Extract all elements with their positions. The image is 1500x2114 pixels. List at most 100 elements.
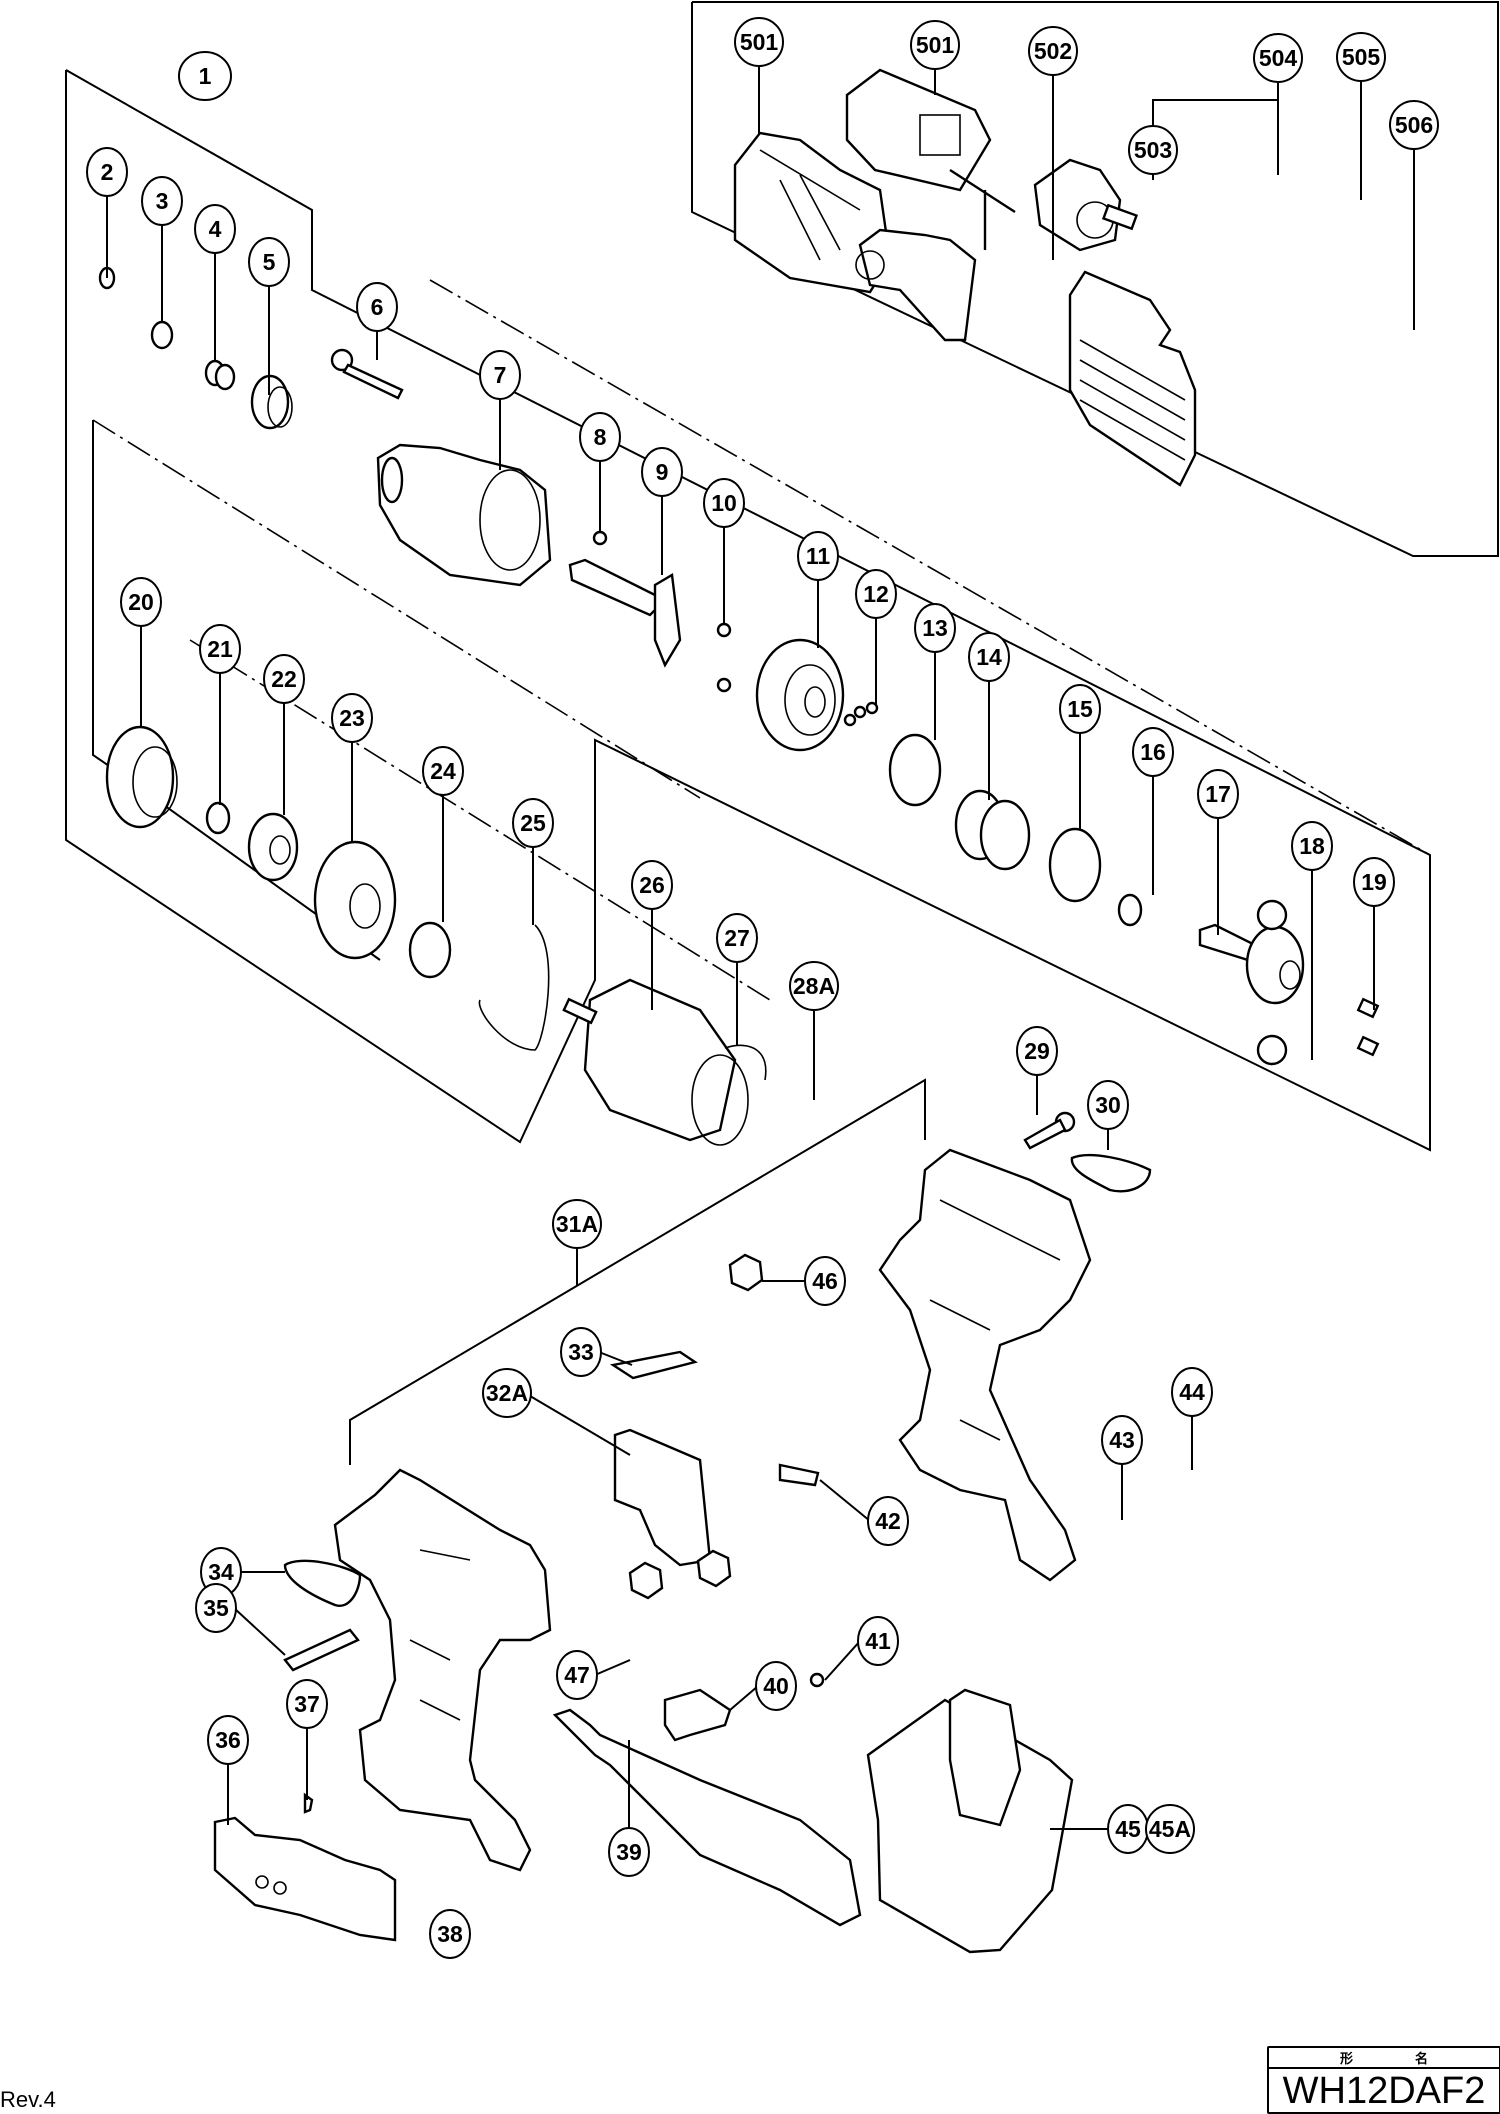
callout-28A[interactable]: 28A bbox=[789, 961, 839, 1011]
callout-circle bbox=[194, 204, 236, 254]
callout-label: 43 bbox=[1109, 1427, 1135, 1453]
callout-43[interactable]: 43 bbox=[1101, 1415, 1143, 1465]
callout-506[interactable]: 506 bbox=[1389, 100, 1439, 150]
callout-10[interactable]: 10 bbox=[703, 478, 745, 528]
callout-label: 503 bbox=[1134, 137, 1172, 163]
callout-label: 16 bbox=[1140, 739, 1166, 765]
callout-label: 506 bbox=[1395, 112, 1433, 138]
callout-37[interactable]: 37 bbox=[286, 1679, 328, 1729]
callout-5[interactable]: 5 bbox=[248, 237, 290, 287]
callout-36[interactable]: 36 bbox=[207, 1715, 249, 1765]
callout-circle bbox=[429, 1909, 471, 1959]
callout-label: 45A bbox=[1149, 1816, 1191, 1842]
callout-circle bbox=[857, 1616, 899, 1666]
callout-circle bbox=[482, 1368, 532, 1418]
callout-circle bbox=[1145, 1804, 1195, 1854]
callout-2[interactable]: 2 bbox=[86, 147, 128, 197]
callout-14[interactable]: 14 bbox=[968, 632, 1010, 682]
callout-40[interactable]: 40 bbox=[755, 1661, 797, 1711]
callout-45[interactable]: 45 bbox=[1107, 1804, 1149, 1854]
callout-label: 11 bbox=[806, 543, 831, 569]
callout-505[interactable]: 505 bbox=[1336, 32, 1386, 82]
part-spindle bbox=[568, 558, 682, 668]
callout-12[interactable]: 12 bbox=[855, 569, 897, 619]
callout-circle bbox=[1291, 821, 1333, 871]
carrying-case bbox=[1068, 270, 1197, 487]
callout-504[interactable]: 504 bbox=[1253, 33, 1303, 83]
callout-label: 5 bbox=[263, 249, 276, 275]
callout-3[interactable]: 3 bbox=[141, 176, 183, 226]
callout-circle bbox=[1132, 727, 1174, 777]
callout-47[interactable]: 47 bbox=[556, 1650, 598, 1700]
callout-27[interactable]: 27 bbox=[716, 913, 758, 963]
callout-18[interactable]: 18 bbox=[1291, 821, 1333, 871]
callout-503[interactable]: 503 bbox=[1128, 125, 1178, 175]
callout-circle bbox=[631, 860, 673, 910]
callout-7[interactable]: 7 bbox=[479, 350, 521, 400]
callout-42[interactable]: 42 bbox=[867, 1496, 909, 1546]
callout-501a[interactable]: 501 bbox=[734, 17, 784, 67]
callout-26[interactable]: 26 bbox=[631, 860, 673, 910]
callout-circle bbox=[556, 1650, 598, 1700]
callout-19[interactable]: 19 bbox=[1353, 857, 1395, 907]
callout-label: 17 bbox=[1205, 781, 1231, 807]
callout-31A[interactable]: 31A bbox=[552, 1199, 602, 1249]
callout-44[interactable]: 44 bbox=[1171, 1367, 1213, 1417]
callout-20[interactable]: 20 bbox=[120, 577, 162, 627]
callout-circle bbox=[867, 1496, 909, 1546]
callout-25[interactable]: 25 bbox=[512, 798, 554, 848]
callout-46[interactable]: 46 bbox=[804, 1256, 846, 1306]
callout-32A[interactable]: 32A bbox=[482, 1368, 532, 1418]
callout-9[interactable]: 9 bbox=[641, 447, 683, 497]
part-gear-case bbox=[376, 443, 552, 587]
callout-11[interactable]: 11 bbox=[797, 531, 839, 581]
model-caption-char-2: 名 bbox=[1414, 2051, 1428, 2066]
callout-label: 22 bbox=[271, 666, 297, 692]
callout-label: 21 bbox=[207, 636, 233, 662]
part-strap bbox=[552, 1708, 862, 1927]
callout-label: 31A bbox=[556, 1211, 598, 1237]
part-clutch-spring-b bbox=[979, 799, 1031, 871]
model-name: WH12DAF2 bbox=[1282, 2070, 1486, 2112]
callout-1[interactable]: 1 bbox=[178, 51, 232, 101]
callout-33[interactable]: 33 bbox=[560, 1327, 602, 1377]
callout-38[interactable]: 38 bbox=[429, 1909, 471, 1959]
callout-17[interactable]: 17 bbox=[1197, 769, 1239, 819]
callout-label: 501 bbox=[740, 29, 779, 55]
callout-23[interactable]: 23 bbox=[331, 693, 373, 743]
callout-35[interactable]: 35 bbox=[195, 1583, 237, 1633]
callout-16[interactable]: 16 bbox=[1132, 727, 1174, 777]
callout-13[interactable]: 13 bbox=[914, 603, 956, 653]
callout-30[interactable]: 30 bbox=[1087, 1080, 1129, 1130]
callout-circle bbox=[248, 237, 290, 287]
callout-circle bbox=[797, 531, 839, 581]
callout-label: 10 bbox=[711, 490, 737, 516]
callout-21[interactable]: 21 bbox=[199, 624, 241, 674]
part-carrier bbox=[1198, 923, 1305, 1005]
part-battery bbox=[866, 1688, 1074, 1954]
part-tapping-screw bbox=[330, 348, 404, 400]
callout-8[interactable]: 8 bbox=[579, 412, 621, 462]
frame-gear-case-assembly bbox=[65, 69, 1431, 1152]
callout-39[interactable]: 39 bbox=[608, 1827, 650, 1877]
callout-label: 32A bbox=[486, 1380, 528, 1406]
callout-4[interactable]: 4 bbox=[194, 204, 236, 254]
callout-label: 9 bbox=[656, 459, 669, 485]
revision-label: Rev.4 bbox=[0, 2087, 56, 2112]
callout-6[interactable]: 6 bbox=[356, 282, 398, 332]
leader-line-35 bbox=[233, 1607, 286, 1656]
callout-22[interactable]: 22 bbox=[263, 654, 305, 704]
part-switch bbox=[613, 1428, 712, 1567]
callout-29[interactable]: 29 bbox=[1016, 1026, 1058, 1076]
callout-circle bbox=[1353, 857, 1395, 907]
callout-45A[interactable]: 45A bbox=[1145, 1804, 1195, 1854]
part-steel-ball bbox=[592, 530, 608, 546]
callout-label: 24 bbox=[430, 758, 456, 784]
callout-41[interactable]: 41 bbox=[857, 1616, 899, 1666]
part-spring-ring bbox=[478, 924, 550, 1051]
callout-502[interactable]: 502 bbox=[1028, 26, 1078, 76]
callout-15[interactable]: 15 bbox=[1059, 684, 1101, 734]
callout-501b[interactable]: 501 bbox=[910, 20, 960, 70]
callout-24[interactable]: 24 bbox=[422, 746, 464, 796]
